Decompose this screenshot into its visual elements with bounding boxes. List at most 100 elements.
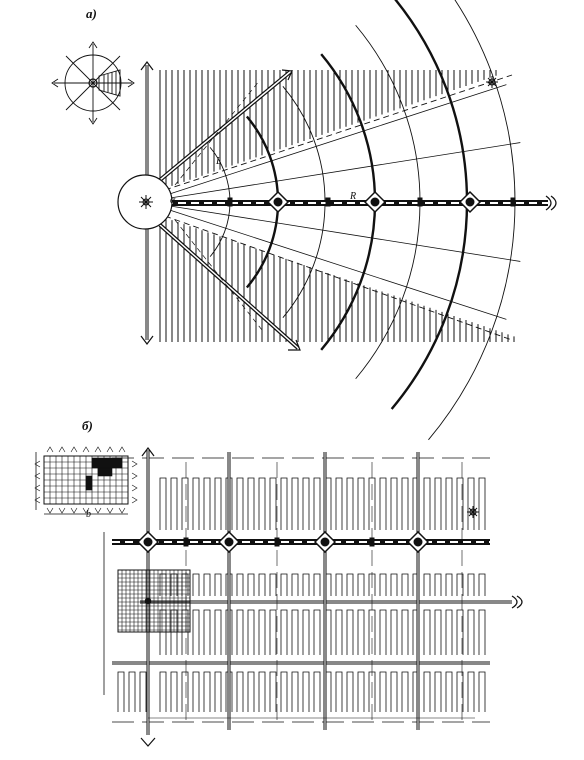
panel-b-linear-scheme: б) b [34,418,523,747]
panel-b-center-grid [117,569,191,633]
axis-stop [325,197,331,207]
block-strip [269,477,277,530]
block-strip [236,477,244,530]
block-strip [313,609,321,655]
block-strip [269,609,277,655]
panel-b-main-vertical-axis [103,447,475,747]
block-strip [291,609,299,655]
block-strip [390,477,398,530]
inset-arrow [94,507,102,514]
block-strip [302,573,310,596]
block-strip [302,671,310,712]
panel-a-radial-scheme: а) R L α [51,0,557,441]
axis-stop [417,197,423,207]
radial-ray [170,209,507,320]
block-strip [401,477,409,530]
inset-arrow [82,446,90,453]
panel-b-label: б) [82,418,93,433]
block-strip [258,573,266,596]
block-strip [280,477,288,530]
block-strip [434,573,442,596]
block-strip [401,671,409,712]
block-strip [269,573,277,596]
inset-filled-cell [85,483,93,491]
inset-arrow [106,507,114,514]
block-strip [203,477,211,530]
inset-arrow [106,446,114,453]
block-strip [434,671,442,712]
axis-stop [227,197,233,207]
panel-b-interchange-nodes [136,530,430,554]
block-strip [280,609,288,655]
block-strip [467,671,475,712]
panel-a-diagonal-roads [158,69,301,351]
interchange-core [224,537,234,547]
panel-b-block-pattern [117,477,486,712]
block-strip [467,477,475,530]
inset-dimension-label: b [86,509,91,520]
inset-arrow [46,507,54,514]
block-strip [478,671,486,712]
block-strip [434,477,442,530]
block-strip [445,573,453,596]
block-strip [357,477,365,530]
block-strip [379,609,387,655]
block-strip [445,609,453,655]
inset-arrow [131,460,138,468]
axis-stop [369,537,375,547]
panel-a-label: а) [86,6,97,21]
inset-arrow [131,472,138,480]
block-strip [423,671,431,712]
block-strip [478,573,486,596]
block-strip [313,477,321,530]
block-strip [170,671,178,712]
panel-b-sun-marker-icon [467,506,479,518]
boundary-line [164,74,513,191]
panel-a-city-core [117,174,173,230]
block-strip [236,671,244,712]
block-strip [335,609,343,655]
block-strip [192,477,200,530]
block-strip [181,671,189,712]
block-strip [192,609,200,655]
interchange-core [143,537,153,547]
block-strip [236,573,244,596]
block-strip [214,671,222,712]
block-strip [390,573,398,596]
wind-rose-icon [51,41,135,125]
inset-filled-cell [97,467,113,477]
block-strip [236,609,244,655]
block-strip [203,609,211,655]
block-strip [159,573,167,596]
block-strip [139,671,147,712]
block-strip [478,609,486,655]
block-strip [269,671,277,712]
block-strip [390,671,398,712]
block-strip [291,573,299,596]
inset-arrow [70,507,78,514]
axis-stop [274,537,280,547]
interchange-core [370,197,380,207]
panel-b-inset-grid [34,446,138,515]
block-strip [379,671,387,712]
panel-b-vertical-roads [185,452,463,730]
radial-ray [170,84,507,195]
interchange-core [320,537,330,547]
block-strip [390,609,398,655]
inset-arrow [131,484,138,492]
interchange-core [413,537,423,547]
block-strip [335,477,343,530]
block-strip [170,477,178,530]
block-strip [456,477,464,530]
block-strip [128,671,136,712]
inset-arrow [58,446,66,453]
block-strip [346,609,354,655]
ring-arc [428,0,516,441]
block-strip [258,671,266,712]
interchange-core [465,197,475,207]
block-strip [291,671,299,712]
inset-arrow [118,446,126,453]
block-strip [291,477,299,530]
inset-arrow [58,507,66,514]
